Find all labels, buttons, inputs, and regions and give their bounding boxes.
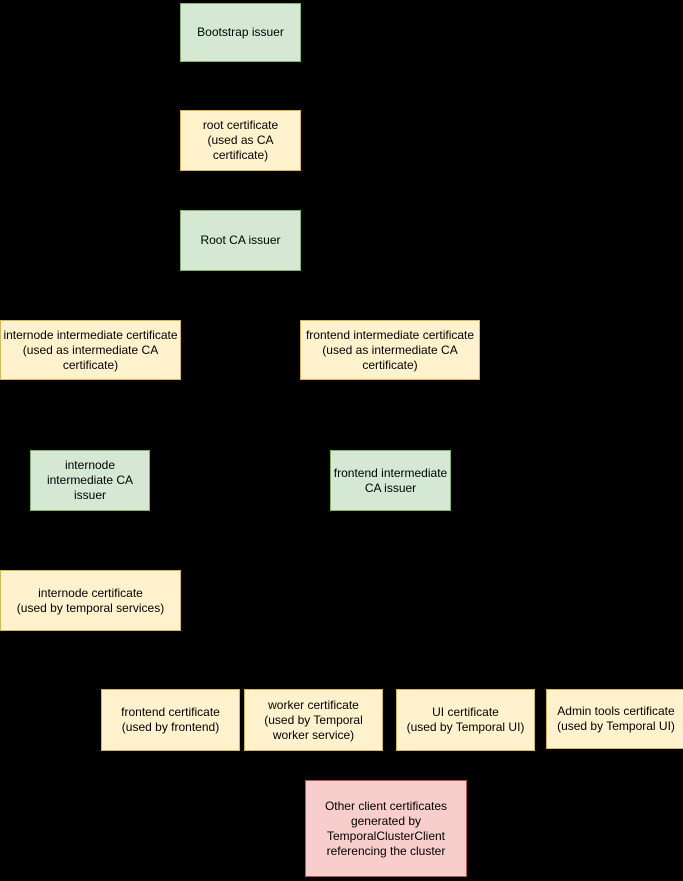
node-frontend-intermediate-ca-issuer: frontend intermediate CA issuer [330, 450, 451, 511]
node-label: Other client certificates generated by T… [324, 798, 448, 858]
node-frontend-intermediate-certificate: frontend intermediate certificate (used … [300, 320, 480, 380]
node-admin-tools-certificate: Admin tools certificate (used by Tempora… [546, 689, 683, 749]
node-label: frontend certificate (used by frontend) [121, 705, 220, 734]
node-label: root certificate (used as CA certificate… [202, 118, 279, 162]
node-internode-intermediate-certificate: internode intermediate certificate (used… [0, 320, 181, 380]
node-other-client-certificates: Other client certificates generated by T… [305, 780, 467, 877]
node-worker-certificate: worker certificate (used by Temporal wor… [244, 689, 383, 751]
node-root-ca-issuer: Root CA issuer [180, 210, 301, 271]
node-label: worker certificate (used by Temporal wor… [264, 697, 363, 742]
node-label: UI certificate (used by Temporal UI) [406, 705, 525, 734]
node-label: Root CA issuer [200, 233, 281, 247]
node-internode-intermediate-ca-issuer: internode intermediate CA issuer [30, 450, 150, 511]
node-label: internode intermediate certificate (used… [3, 327, 178, 372]
node-label: Admin tools certificate (used by Tempora… [557, 704, 675, 733]
node-label: internode certificate (used by temporal … [16, 585, 165, 615]
node-root-certificate: root certificate (used as CA certificate… [180, 110, 301, 171]
node-bootstrap-issuer: Bootstrap issuer [180, 3, 301, 62]
node-internode-certificate: internode certificate (used by temporal … [0, 570, 181, 631]
node-label: frontend intermediate CA issuer [333, 465, 448, 495]
node-label: internode intermediate CA issuer [46, 458, 134, 502]
node-frontend-certificate: frontend certificate (used by frontend) [101, 689, 240, 751]
node-ui-certificate: UI certificate (used by Temporal UI) [396, 689, 535, 751]
node-label: frontend intermediate certificate (used … [305, 327, 475, 372]
node-label: Bootstrap issuer [197, 25, 284, 39]
